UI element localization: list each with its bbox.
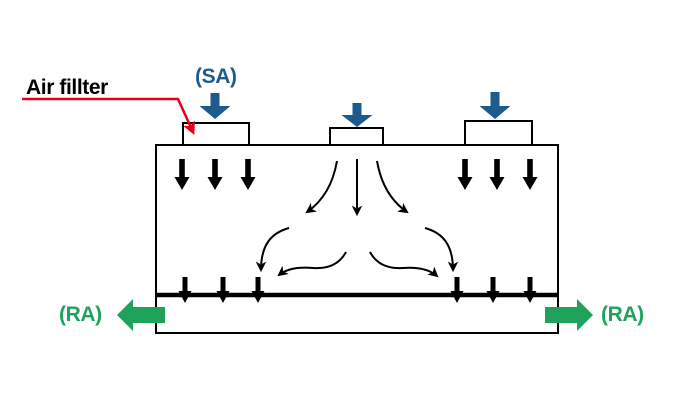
return-air-label-left: (RA) — [59, 303, 102, 326]
filter-box-center — [329, 127, 384, 146]
air-filter-leader-line — [22, 97, 195, 135]
ceiling-airflow-arrow — [240, 159, 256, 190]
ceiling-airflow-arrow — [522, 159, 538, 190]
supply-air-arrow-center-icon — [341, 103, 373, 127]
floor-grille-arrow — [251, 277, 265, 303]
return-air-label-right: (RA) — [601, 303, 644, 326]
air-filter-label: Air fillter — [26, 76, 108, 99]
supply-air-label: (SA) — [195, 65, 237, 88]
airflow-curve-hook-left — [255, 227, 290, 273]
airflow-curve-floor-left — [277, 251, 347, 277]
floor-grille-arrow — [486, 277, 500, 303]
airflow-curve-floor-right — [369, 251, 439, 278]
supply-air-arrow-right-icon — [479, 92, 511, 119]
floor-grille-arrow — [178, 277, 192, 303]
floor-grille-arrow — [450, 277, 464, 303]
ceiling-airflow-arrow — [174, 159, 190, 190]
ceiling-airflow-arrow — [489, 159, 505, 190]
return-air-arrow-right-icon — [545, 299, 593, 331]
airflow-curve-fan-left — [305, 160, 338, 214]
floor-grille-arrow — [216, 277, 230, 303]
airflow-curve-fan-right — [376, 160, 409, 214]
ceiling-airflow-arrow — [207, 159, 223, 190]
ceiling-airflow-arrow — [457, 159, 473, 190]
airflow-curve-hook-right — [424, 227, 459, 273]
filter-box-left — [182, 122, 250, 146]
return-air-arrow-left-icon — [117, 299, 165, 331]
filter-box-right — [464, 120, 533, 146]
supply-air-arrow-left-icon — [199, 93, 231, 119]
floor-grille-arrow — [523, 277, 537, 303]
